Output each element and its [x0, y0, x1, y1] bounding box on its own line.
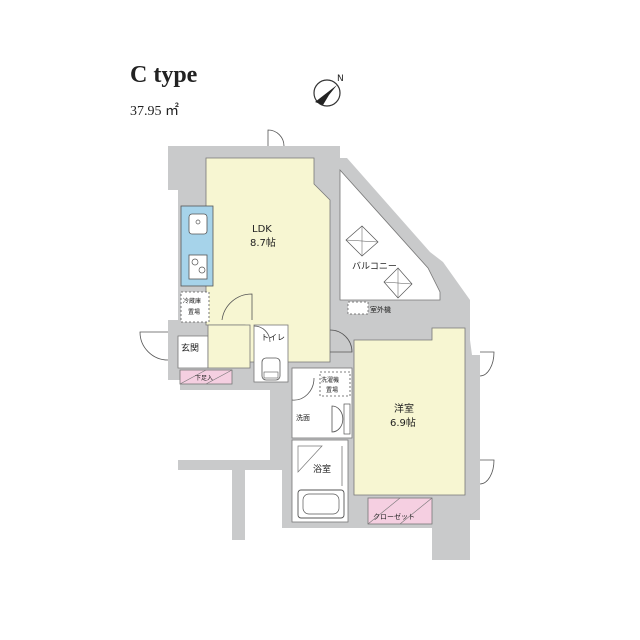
washroom-label: 洗面 — [296, 413, 310, 422]
washer-label: 洗濯機 — [321, 376, 339, 384]
outdoor-unit-icon — [347, 301, 369, 315]
ldk-label: LDK — [252, 224, 272, 235]
toilet-icon — [261, 357, 281, 381]
washer-place: 洗濯機 置場 — [319, 371, 351, 397]
shoe-closet: 下足入 — [179, 369, 233, 385]
hall-floor — [207, 324, 251, 369]
bathroom-label: 浴室 — [313, 463, 331, 475]
balcony-label: バルコニー — [352, 261, 397, 272]
door-swings — [139, 129, 495, 485]
toilet-room — [253, 324, 289, 383]
bathtub-icon — [297, 445, 345, 519]
entrance-label: 玄関 — [181, 342, 199, 354]
kitchen-counter — [180, 205, 214, 287]
toilet-label: トイレ — [261, 333, 285, 342]
western-room-size-label: 6.9帖 — [390, 416, 416, 429]
area-value: 37.95 ㎡ — [130, 104, 179, 119]
ldk-size-label: 8.7帖 — [250, 236, 276, 249]
shoe-closet-label: 下足入 — [195, 375, 213, 382]
washer-place-label: 置場 — [326, 386, 338, 394]
balcony-details: 室外機 バルコニー — [345, 225, 413, 315]
room-fills — [177, 157, 466, 523]
closet: クローゼット — [367, 497, 433, 525]
plan-title: C type — [130, 62, 198, 88]
fridge-place: 冷蔵庫 置場 — [180, 291, 210, 323]
stove-icon — [188, 254, 208, 280]
outdoor-unit-label: 室外機 — [370, 305, 391, 314]
north-label: N — [337, 74, 344, 84]
washbasin-icon — [331, 403, 351, 435]
fridge-place-label: 置場 — [188, 308, 200, 316]
western-room-label: 洋室 — [394, 402, 414, 415]
north-arrow-icon: N — [313, 74, 344, 107]
closet-label: クローゼット — [373, 512, 415, 521]
balcony-area — [339, 168, 441, 301]
western-room — [353, 327, 466, 496]
plan-area: 37.95 ㎡ — [130, 100, 179, 120]
fridge-label: 冷蔵庫 — [183, 297, 201, 305]
